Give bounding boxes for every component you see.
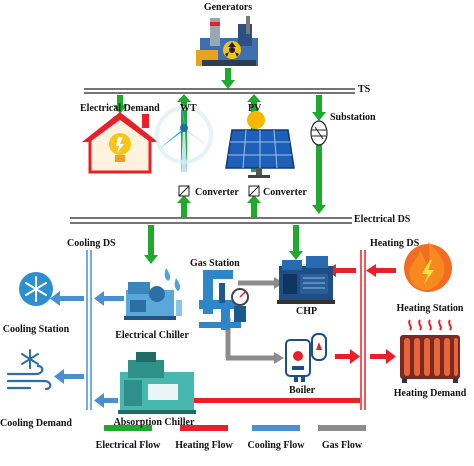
legend-swatch-heating [180,425,228,431]
pv-label: PV [248,103,262,114]
heating-ds-bus [360,250,366,410]
cooling-demand-icon [6,349,52,391]
cooling-demand-label: Cooling Demand [0,418,72,429]
wind-turbine-icon [155,98,213,172]
converter-icon [178,185,190,197]
heating-ds-label: Heating DS [370,238,420,249]
chp-engine-icon [277,256,335,304]
electrical-ds-bus [70,217,352,224]
power-plant-icon [196,16,258,66]
generators-label: Generators [203,2,253,13]
electrical-chiller-label: Electrical Chiller [115,330,189,341]
electrical-demand-label: Electrical Demand [80,103,160,114]
converter-pv-label: Converter [263,187,307,198]
absorption-chiller-label: Absorption Chiller [113,417,195,428]
house-lightbulb-icon [82,112,158,174]
gas-station-label: Gas Station [190,258,240,269]
radiator-icon [400,319,460,383]
heating-demand-label: Heating Demand [393,388,467,399]
converter-icon [248,185,260,197]
chp-label: CHP [296,306,318,317]
legend-swatch-cooling [252,425,300,431]
legend-heating-label: Heating Flow [175,440,233,451]
absorption-chiller-icon [118,352,196,414]
legend-gas-label: Gas Flow [321,440,363,451]
ts-label: TS [358,84,371,95]
legend-swatch-electrical [104,425,152,431]
flame-icon [404,242,452,292]
legend-swatch-gas [318,425,366,431]
heating-station-label: Heating Station [396,303,464,314]
cooling-flows [50,291,124,408]
legend-cooling-label: Cooling Flow [247,440,305,451]
cooling-ds-label: Cooling DS [67,238,116,249]
snowflake-icon [19,272,53,306]
cooling-ds-bus [86,250,92,410]
substation-label: Substation [330,112,376,123]
substation-icon [310,120,328,146]
electrical-chiller-icon [124,268,182,320]
legend-electrical-label: Electrical Flow [95,440,161,451]
ts-bus [84,88,355,94]
boiler-label: Boiler [289,385,316,396]
legend [104,425,366,431]
gas-flows [225,277,284,364]
wt-label: WT [180,103,197,114]
cooling-station-label: Cooling Station [2,324,70,335]
solar-panel-icon [225,111,295,178]
electrical-ds-label: Electrical DS [354,214,411,225]
gas-station-pipes-icon [199,270,249,330]
boiler-icon [285,333,327,382]
converter-wt-label: Converter [195,187,239,198]
